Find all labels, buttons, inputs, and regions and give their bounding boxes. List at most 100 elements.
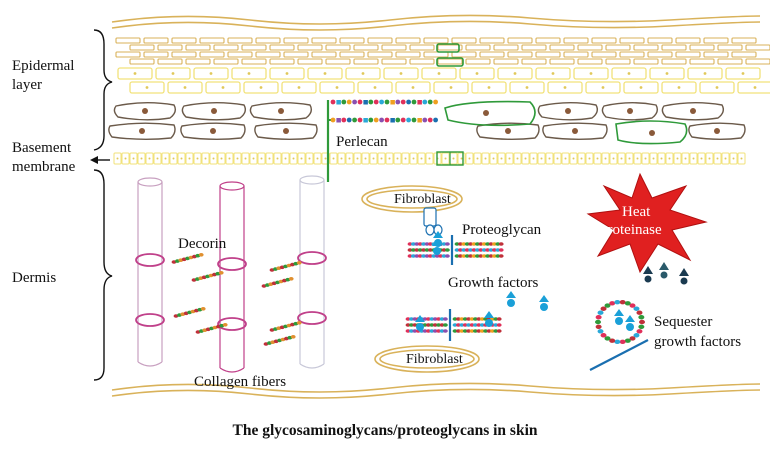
basal-cell: [542, 122, 608, 140]
membrane-segment: [113, 152, 122, 165]
basal-nucleus: [278, 108, 284, 114]
proteoglycan-bead: [483, 329, 488, 333]
corneum-cell: [143, 51, 169, 58]
perlecan-bead: [346, 117, 352, 123]
granular-nucleus: [221, 86, 225, 89]
membrane-segment: [665, 152, 674, 165]
sequester-bead: [624, 338, 631, 343]
basal-cell: [249, 102, 313, 121]
corneum-cell: [283, 37, 309, 44]
decorin-bead: [218, 271, 224, 275]
corneum-cell: [591, 37, 617, 44]
perlecan-bead: [363, 100, 368, 105]
granular-nucleus: [741, 72, 745, 75]
fibroblast-receptor: [423, 207, 443, 236]
proteoglycan-bead: [466, 329, 471, 333]
membrane-segment: [657, 152, 666, 165]
proteoglycan-bead: [468, 242, 473, 246]
corneum-cell: [353, 44, 379, 51]
corneum-cell: [507, 37, 533, 44]
membrane-dot: [692, 157, 695, 160]
corneum-cell: [521, 58, 547, 65]
proteoglycan-bead: [409, 329, 414, 333]
sequester-bead: [638, 315, 645, 320]
granular-cell: [345, 67, 381, 80]
perlecan-bead: [400, 117, 406, 123]
membrane-segment: [193, 152, 202, 165]
growth-factor-head: [433, 231, 443, 238]
perlecan-bead: [406, 99, 411, 105]
corneum-cell: [353, 58, 379, 65]
sequester-bead: [614, 299, 621, 305]
membrane-dot: [684, 157, 687, 160]
corneum-cell: [311, 37, 337, 44]
membrane-dot: [508, 157, 511, 160]
sequester-bead: [600, 333, 607, 338]
collagen-fiber-top: [219, 181, 245, 191]
corneum-cell: [297, 58, 323, 65]
membrane-segment: [585, 152, 594, 165]
proteoglycan-bead: [464, 254, 470, 258]
proteoglycan-bead: [471, 248, 477, 252]
green-outlined-cells: [436, 43, 688, 145]
proteoglycan-bead: [481, 248, 487, 252]
collagen-fiber-bottom: [299, 363, 325, 369]
proteoglycan-bead: [421, 254, 426, 258]
layer-braces: [93, 29, 113, 381]
basal-nucleus: [142, 108, 148, 114]
collagen-fiber-top: [299, 175, 325, 185]
corneum-cell: [619, 51, 645, 58]
sequester-bead: [600, 306, 607, 311]
proteoglycan-bead: [485, 248, 490, 252]
granular-cell: [269, 67, 305, 80]
membrane-segment: [721, 152, 730, 165]
corneum-cell: [605, 58, 631, 65]
corneum-cell: [465, 44, 491, 51]
corneum-cell: [703, 37, 729, 44]
perlecan-bead: [368, 99, 374, 105]
sequester-bead: [636, 310, 643, 315]
corneum-cell: [199, 37, 225, 44]
epidermal-label-line2: layer: [12, 77, 42, 93]
growth-factors-label: Growth factors: [448, 275, 539, 291]
corneum-cell: [493, 58, 519, 65]
dermis-bottom-boundary: [111, 382, 761, 399]
proteoglycan-bead: [490, 329, 495, 333]
granular-cell: [699, 81, 735, 94]
proteoglycan-bead: [459, 317, 465, 321]
corneum-cell: [255, 51, 281, 58]
membrane-dot: [460, 157, 463, 160]
basal-nucleus: [690, 108, 696, 114]
proteoglycan-bead: [421, 242, 426, 246]
membrane-dot: [524, 157, 527, 160]
perlecan-bead: [427, 117, 433, 123]
corneum-cell: [549, 44, 575, 51]
proteoglycan-bead: [464, 242, 470, 246]
granular-nucleus: [285, 72, 289, 75]
granular-nucleus: [323, 72, 327, 75]
granular-nucleus: [487, 86, 491, 89]
granular-cell: [725, 67, 761, 80]
proteoglycan-bead: [458, 248, 463, 252]
membrane-segment: [233, 152, 242, 165]
corneum-cell: [577, 58, 603, 65]
granular-cell: [155, 67, 191, 80]
corneum-cell: [143, 37, 169, 44]
collagen-fibers-group: [135, 175, 327, 373]
membrane-segment: [369, 152, 378, 165]
collagen-binding-ring: [297, 311, 327, 325]
decorin-bead: [198, 253, 204, 257]
membrane-segment: [601, 152, 610, 165]
basal-cell: [181, 102, 247, 121]
membrane-dot: [348, 157, 351, 160]
granular-cell: [459, 67, 495, 80]
membrane-segment: [713, 152, 722, 165]
perlecan-bead: [417, 100, 422, 105]
membrane-dot: [452, 157, 455, 160]
membrane-dot: [596, 157, 599, 160]
membrane-dot: [428, 157, 431, 160]
corneum-cell: [423, 51, 449, 58]
membrane-segment: [337, 152, 346, 165]
sequester-bead: [597, 310, 604, 315]
proteoglycan-bead: [436, 329, 441, 333]
